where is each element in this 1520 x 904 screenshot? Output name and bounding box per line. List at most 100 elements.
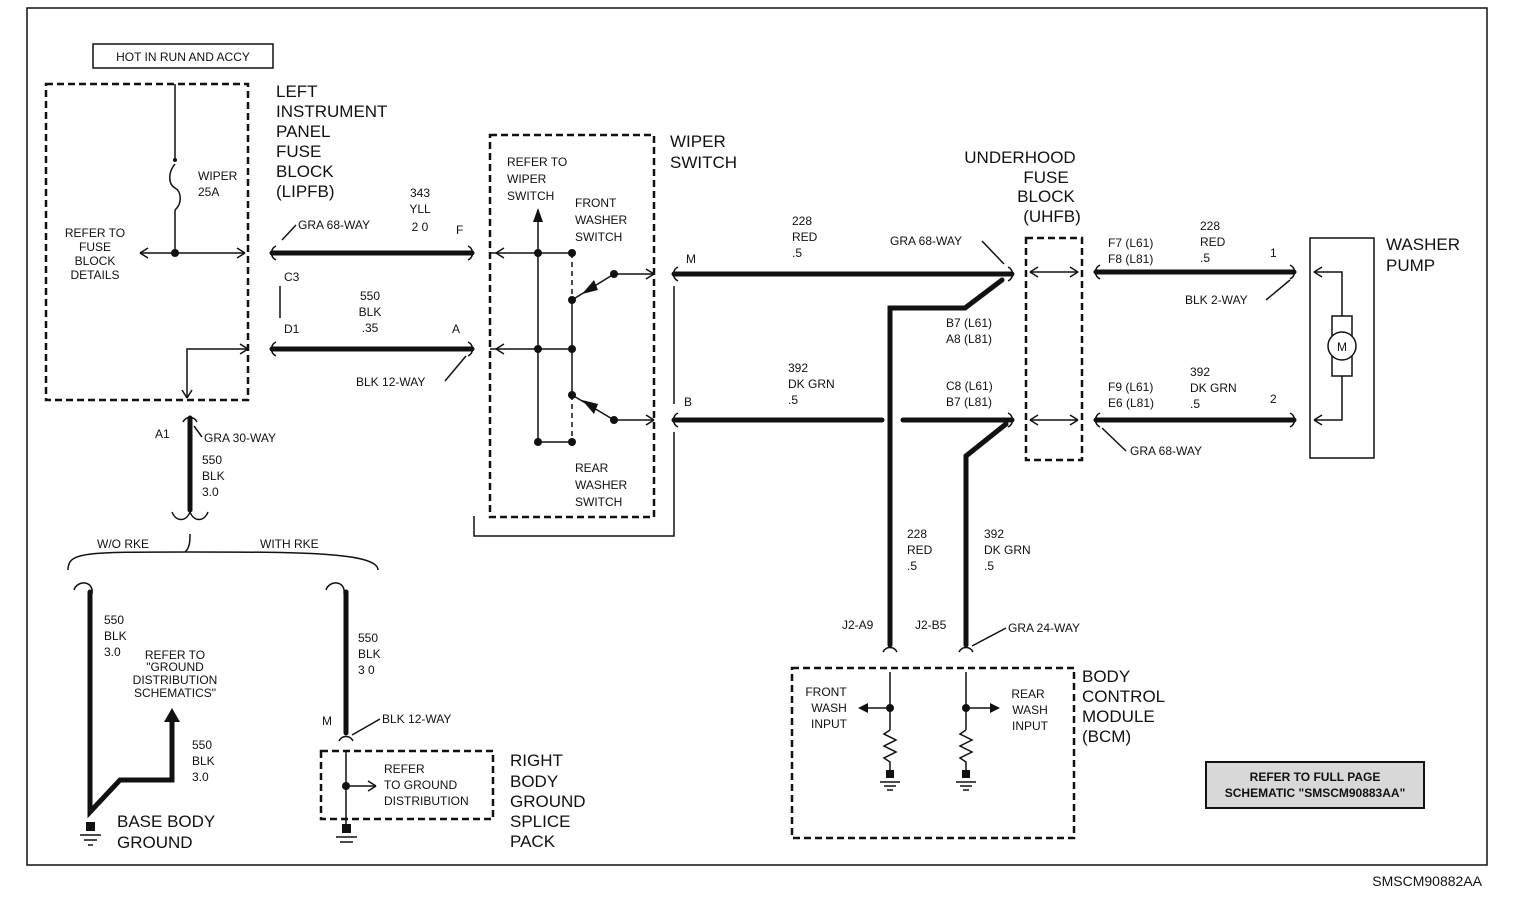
svg-text:343: 343 xyxy=(410,186,430,200)
svg-text:BASE BODY: BASE BODY xyxy=(117,812,215,831)
wiper-fuse-label: WIPER 25A xyxy=(198,169,238,199)
svg-text:3.0: 3.0 xyxy=(192,770,209,784)
svg-text:DISTRIBUTION: DISTRIBUTION xyxy=(133,673,218,687)
base-body-ground-label: BASE BODY GROUND xyxy=(117,812,215,852)
gra30-label: GRA 30-WAY xyxy=(204,431,276,445)
wire-228-red-bcm xyxy=(887,277,1005,648)
svg-text:BLOCK: BLOCK xyxy=(276,162,334,181)
svg-text:LEFT: LEFT xyxy=(276,82,318,101)
svg-text:FUSE: FUSE xyxy=(1023,168,1068,187)
connector-icon xyxy=(958,646,974,653)
arrow-left-icon xyxy=(1313,414,1323,426)
connector-icon xyxy=(882,646,898,653)
pin-c3: C3 xyxy=(284,270,300,284)
svg-text:BLOCK: BLOCK xyxy=(1017,187,1075,206)
rear-wash-input-label: REAR WASH INPUT xyxy=(1011,687,1048,733)
svg-text:FUSE: FUSE xyxy=(79,240,111,254)
arrow-left-icon xyxy=(1313,266,1323,278)
uhfb-title: UNDERHOOD FUSE BLOCK (UHFB) xyxy=(964,148,1081,226)
svg-text:WIPER: WIPER xyxy=(670,132,726,151)
svg-text:INSTRUMENT: INSTRUMENT xyxy=(276,102,387,121)
arrow-up-icon xyxy=(164,708,180,722)
svg-text:WIPER: WIPER xyxy=(507,172,547,186)
pin-d1: D1 xyxy=(284,322,300,336)
resistor-icon xyxy=(958,729,974,772)
svg-text:SCHEMATIC "SMSCM90883AA": SCHEMATIC "SMSCM90883AA" xyxy=(1225,786,1406,800)
arrow-left-icon xyxy=(495,343,505,355)
wire-550a-label: 550 BLK .35 xyxy=(359,289,382,335)
svg-text:392: 392 xyxy=(788,361,808,375)
connector-icon xyxy=(467,245,474,261)
arrow-right-icon xyxy=(645,414,655,426)
svg-text:FUSE: FUSE xyxy=(276,142,321,161)
gra24-label: GRA 24-WAY xyxy=(1008,621,1080,635)
svg-text:SCHEMATICS": SCHEMATICS" xyxy=(134,686,216,700)
arrow-down-icon xyxy=(181,389,193,399)
blk2way-label: BLK 2-WAY xyxy=(1185,293,1248,307)
rear-washer-label: REAR WASHER SWITCH xyxy=(575,461,628,509)
wire-392a-label: 392 DK GRN .5 xyxy=(788,361,835,407)
refer-wiper-label: REFER TO WIPER SWITCH xyxy=(507,155,567,203)
svg-text:.5: .5 xyxy=(1190,397,1200,411)
svg-text:550: 550 xyxy=(192,738,212,752)
svg-text:BLK: BLK xyxy=(192,754,215,768)
arrow-right-icon xyxy=(990,703,1000,713)
right-body-ground-label: RIGHT BODY GROUND SPLICE PACK xyxy=(510,751,586,851)
svg-text:.5: .5 xyxy=(788,393,798,407)
connector-icon xyxy=(1094,412,1101,428)
svg-text:GROUND: GROUND xyxy=(117,833,193,852)
svg-text:MODULE: MODULE xyxy=(1082,707,1155,726)
svg-text:BLK: BLK xyxy=(359,305,382,319)
hot-in-run-label: HOT IN RUN AND ACCY xyxy=(116,50,250,64)
arrow-icon xyxy=(582,400,598,414)
pin-1: 1 xyxy=(1270,246,1277,260)
uhfb-box xyxy=(1024,236,1084,462)
f9e6-label: F9 (L61) E6 (L81) xyxy=(1108,380,1154,410)
svg-text:REAR: REAR xyxy=(575,461,609,475)
svg-text:WIPER: WIPER xyxy=(198,169,238,183)
svg-text:PUMP: PUMP xyxy=(1386,256,1435,275)
svg-text:B7 (L81): B7 (L81) xyxy=(946,395,992,409)
front-washer-label: FRONT WASHER SWITCH xyxy=(575,196,628,244)
lipfb-title: LEFT INSTRUMENT PANEL FUSE BLOCK (LIPFB) xyxy=(276,82,387,201)
svg-text:WASH: WASH xyxy=(1012,703,1048,717)
svg-text:(UHFB): (UHFB) xyxy=(1023,207,1081,226)
svg-text:F9 (L61): F9 (L61) xyxy=(1108,380,1153,394)
wire-228c-label: 228 RED .5 xyxy=(907,527,933,573)
wire-343-label: 343 YLL 2 0 xyxy=(409,186,431,234)
washer-pump-label: WASHER PUMP xyxy=(1386,235,1460,275)
pin-f: F xyxy=(456,223,463,237)
connector-icon xyxy=(338,735,354,742)
refer-fuse-details-label: REFER TO FUSE BLOCK DETAILS xyxy=(65,226,125,282)
svg-text:DK GRN: DK GRN xyxy=(1190,381,1237,395)
pin-j2a9: J2-A9 xyxy=(842,618,874,632)
wire-550d-label: 550 BLK 3.0 xyxy=(192,738,215,784)
arrow-right-icon xyxy=(367,780,377,792)
svg-text:E6 (L81): E6 (L81) xyxy=(1108,396,1154,410)
svg-text:REFER TO FULL PAGE: REFER TO FULL PAGE xyxy=(1250,770,1381,784)
refer-ground-dist-label: REFER TO GROUND DISTRIBUTION xyxy=(384,762,469,808)
arrow-icon xyxy=(582,280,598,294)
svg-text:WASH: WASH xyxy=(811,701,847,715)
svg-text:YLL: YLL xyxy=(409,202,431,216)
svg-text:BODY: BODY xyxy=(1082,667,1130,686)
svg-text:GROUND: GROUND xyxy=(510,792,586,811)
pin-m: M xyxy=(686,252,696,266)
svg-text:DK GRN: DK GRN xyxy=(984,543,1031,557)
svg-text:SWITCH: SWITCH xyxy=(507,189,554,203)
svg-text:RED: RED xyxy=(907,543,933,557)
svg-text:392: 392 xyxy=(1190,365,1210,379)
f7f8-label: F7 (L61) F8 (L81) xyxy=(1108,236,1153,266)
svg-text:"GROUND: "GROUND xyxy=(146,660,204,674)
svg-text:C8 (L61): C8 (L61) xyxy=(946,379,993,393)
ground-symbol-icon xyxy=(80,822,101,846)
svg-text:TO GROUND: TO GROUND xyxy=(384,778,457,792)
svg-text:CONTROL: CONTROL xyxy=(1082,687,1165,706)
svg-text:550: 550 xyxy=(104,613,124,627)
pin-m-ground: M xyxy=(322,714,332,728)
svg-text:REAR: REAR xyxy=(1011,687,1045,701)
pin-a1: A1 xyxy=(155,427,170,441)
ground-symbol-icon xyxy=(956,770,976,791)
svg-text:PANEL: PANEL xyxy=(276,122,331,141)
